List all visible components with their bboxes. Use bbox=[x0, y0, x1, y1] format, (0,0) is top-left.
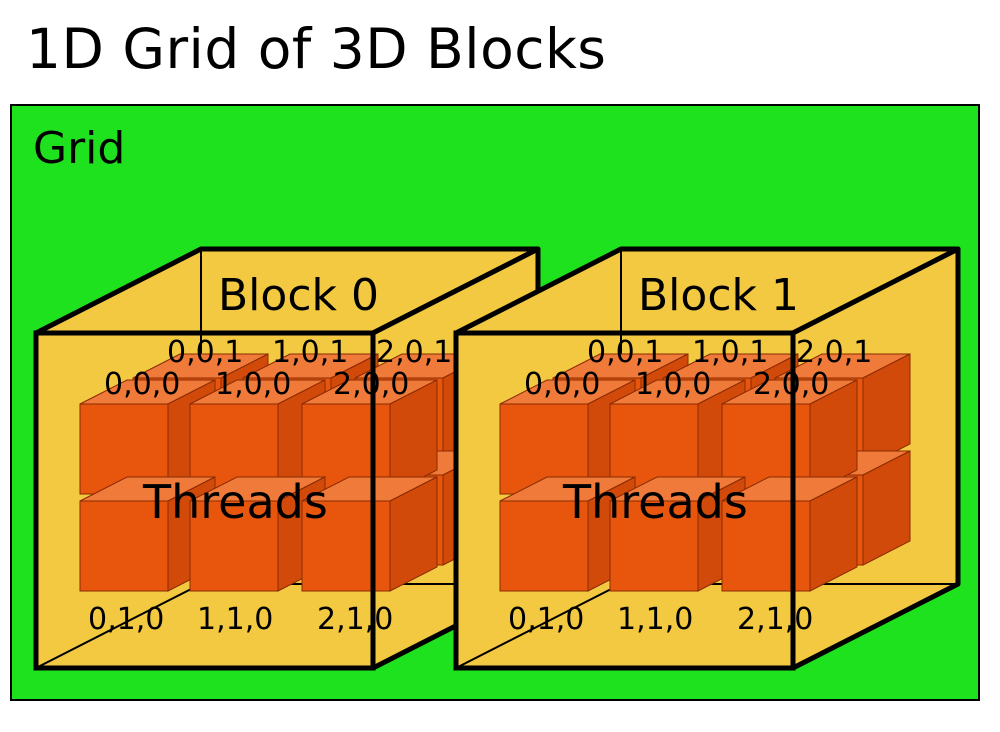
thread-front-face bbox=[499, 500, 589, 592]
grid-label: Grid bbox=[33, 123, 125, 174]
thread-label: 1,0,0 bbox=[215, 367, 291, 402]
thread-label: 0,0,1 bbox=[587, 335, 663, 370]
block-1: Block 1 0,0,1 1,0,1 2,0,1 0,0,0 1,0,0 2,0,0 0,1… bbox=[453, 246, 961, 671]
thread-label: 0,0,1 bbox=[167, 335, 243, 370]
thread-front-face bbox=[79, 500, 169, 592]
thread-label: 0,1,0 bbox=[508, 602, 584, 637]
thread-label: 1,0,1 bbox=[692, 335, 768, 370]
thread-label: 0,0,0 bbox=[524, 367, 600, 402]
block-hidden-edge bbox=[35, 583, 202, 669]
thread-label: 1,0,1 bbox=[272, 335, 348, 370]
thread-label: 1,1,0 bbox=[617, 602, 693, 637]
block-hidden-edge bbox=[455, 583, 622, 669]
thread-front-face bbox=[609, 500, 699, 592]
threads-label: Threads bbox=[562, 475, 748, 529]
thread-label: 0,0,0 bbox=[104, 367, 180, 402]
thread-front-face bbox=[189, 500, 279, 592]
block-label: Block 0 bbox=[218, 270, 379, 321]
thread-label: 2,0,0 bbox=[753, 367, 829, 402]
diagram-title: 1D Grid of 3D Blocks bbox=[26, 17, 607, 81]
threads-label: Threads bbox=[142, 475, 328, 529]
thread-label: 2,0,1 bbox=[376, 335, 452, 370]
thread-label: 1,0,0 bbox=[635, 367, 711, 402]
block-label: Block 1 bbox=[638, 270, 799, 321]
block-front-face bbox=[453, 330, 796, 671]
thread-label: 2,0,1 bbox=[796, 335, 872, 370]
thread-label: 2,0,0 bbox=[333, 367, 409, 402]
thread-label: 1,1,0 bbox=[197, 602, 273, 637]
thread-label: 2,1,0 bbox=[317, 602, 393, 637]
block-front-face bbox=[33, 330, 376, 671]
thread-label: 0,1,0 bbox=[88, 602, 164, 637]
thread-label: 2,1,0 bbox=[737, 602, 813, 637]
